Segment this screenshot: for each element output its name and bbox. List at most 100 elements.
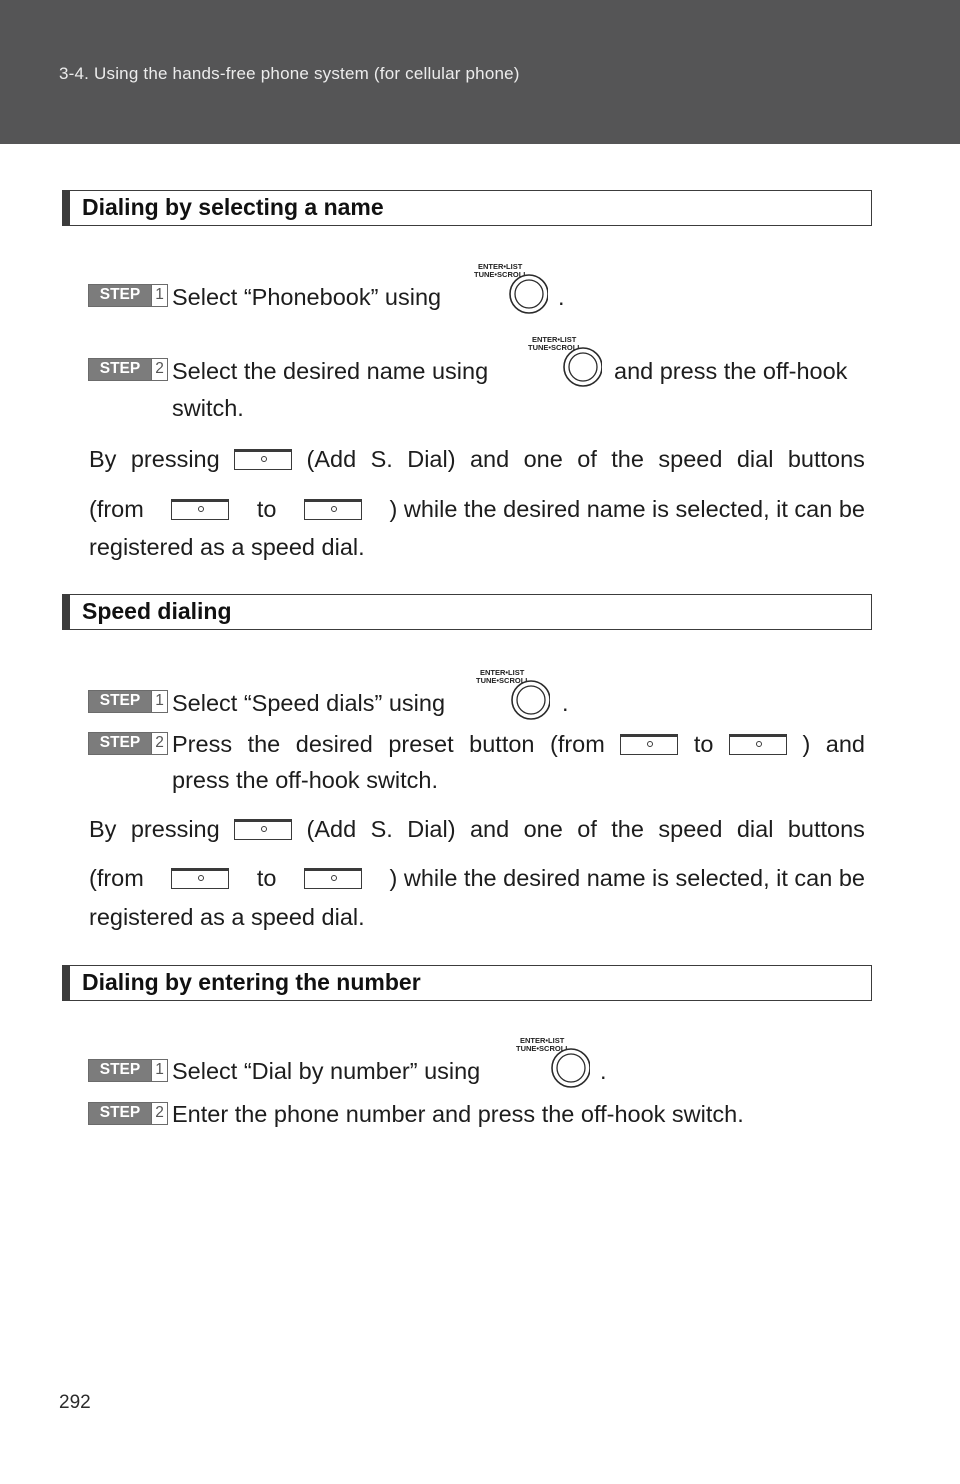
word: desired: [295, 731, 373, 757]
preset-button-icon: [620, 733, 679, 755]
step-badge: STEP 1: [88, 1059, 168, 1082]
word: speed: [658, 816, 723, 842]
word: preset: [388, 731, 454, 757]
knob-label-bottom: TUNE•SCROLL: [528, 343, 582, 352]
step-number: 1: [151, 691, 167, 712]
step-text: Select “Phonebook” using: [172, 284, 442, 310]
word: (from: [89, 865, 144, 891]
step-number: 2: [151, 359, 167, 380]
step-word: STEP: [89, 285, 151, 306]
knob-label-bottom: TUNE•SCROLL: [476, 676, 530, 685]
section-heading-speed-dialing: Speed dialing: [62, 593, 872, 630]
word: and: [469, 446, 510, 472]
preset-button-icon: [303, 867, 362, 889]
note-line: registered as a speed dial.: [89, 904, 365, 930]
step-text-end: .: [558, 284, 565, 310]
page-header: 3-4. Using the hands-free phone system (…: [0, 0, 960, 144]
section-title: Dialing by selecting a name: [82, 194, 384, 220]
section-heading-entering-number: Dialing by entering the number: [62, 964, 872, 1001]
phrase: ) while the desired name is selected, it…: [389, 496, 865, 522]
step-text-cont: and press the off-hook: [614, 358, 848, 384]
preset-button-icon: [728, 733, 787, 755]
note-line: (from to ) while the desired name is sel…: [89, 494, 865, 524]
phrase: ) while the desired name is selected, it…: [389, 865, 865, 891]
step-text-wrap: switch.: [172, 395, 244, 421]
word: (from: [89, 496, 144, 522]
knob-label-bottom: TUNE•SCROLL: [474, 270, 528, 279]
word: the: [611, 446, 644, 472]
word: (Add: [306, 446, 357, 472]
step-number: 1: [151, 1060, 167, 1081]
step-badge: STEP 2: [88, 358, 168, 381]
word: button: [469, 731, 535, 757]
step-word: STEP: [89, 691, 151, 712]
step-number: 2: [151, 733, 167, 754]
knob-label-bottom: TUNE•SCROLL: [516, 1044, 570, 1053]
step-number: 2: [151, 1103, 167, 1124]
step-text: Press the desired preset button (from to…: [172, 729, 865, 759]
word: Press: [172, 731, 233, 757]
preset-button-icon: [303, 498, 362, 520]
word: (Add: [306, 816, 357, 842]
word: one: [523, 816, 563, 842]
note-line: registered as a speed dial.: [89, 534, 365, 560]
step-word: STEP: [89, 359, 151, 380]
step-badge: STEP 2: [88, 1102, 168, 1125]
step-text-end: .: [562, 690, 569, 716]
word: to: [256, 496, 277, 522]
tune-scroll-knob-icon: ENTER•LIST TUNE•SCROLL: [528, 335, 602, 387]
chapter-title: 3-4. Using the hands-free phone system (…: [59, 64, 520, 83]
preset-button-icon: [171, 498, 230, 520]
word: pressing: [130, 816, 220, 842]
step-word: STEP: [89, 1060, 151, 1081]
step-text: Select “Dial by number” using: [172, 1058, 481, 1084]
preset-button-icon: [234, 448, 293, 470]
word: the: [247, 731, 281, 757]
word: ): [802, 731, 811, 757]
word: Dial): [407, 816, 456, 842]
word: speed: [658, 446, 723, 472]
note-line: (from to ) while the desired name is sel…: [89, 863, 865, 893]
section-title: Speed dialing: [82, 598, 232, 624]
step-badge: STEP 1: [88, 284, 168, 307]
word: Dial): [407, 446, 456, 472]
step-text: Select “Speed dials” using: [172, 690, 446, 716]
word: buttons: [787, 446, 865, 472]
word: the: [611, 816, 644, 842]
word: one: [523, 446, 563, 472]
knob-label-top: ENTER•LIST: [480, 668, 525, 677]
step-badge: STEP 1: [88, 690, 168, 713]
heading-bar: [62, 593, 70, 630]
word: dial: [736, 446, 774, 472]
step-text: Select the desired name using: [172, 358, 489, 384]
word: By: [89, 816, 117, 842]
section-heading-selecting-name: Dialing by selecting a name: [62, 189, 872, 226]
section-title: Dialing by entering the number: [82, 969, 421, 995]
tune-scroll-knob-icon: ENTER•LIST TUNE•SCROLL: [516, 1036, 590, 1088]
tune-scroll-knob-icon: ENTER•LIST TUNE•SCROLL: [476, 668, 550, 720]
word: and: [825, 731, 865, 757]
preset-button-icon: [171, 867, 230, 889]
step-word: STEP: [89, 1103, 151, 1124]
word: buttons: [787, 816, 865, 842]
step-word: STEP: [89, 733, 151, 754]
step-text-end: .: [600, 1058, 607, 1084]
knob-label-top: ENTER•LIST: [520, 1036, 565, 1045]
word: (from: [550, 731, 605, 757]
heading-bar: [62, 189, 70, 226]
note-line: By pressing (Add S. Dial) and one of the…: [89, 444, 865, 474]
knob-label-top: ENTER•LIST: [532, 335, 577, 344]
step-text-wrap: press the off-hook switch.: [172, 767, 439, 793]
word: dial: [736, 816, 774, 842]
note-line: By pressing (Add S. Dial) and one of the…: [89, 814, 865, 844]
word: S.: [370, 446, 393, 472]
preset-button-icon: [234, 818, 293, 840]
word: to: [693, 731, 714, 757]
word: pressing: [130, 446, 220, 472]
step-number: 1: [151, 285, 167, 306]
word: to: [256, 865, 277, 891]
step-text: Enter the phone number and press the off…: [172, 1101, 744, 1127]
word: of: [577, 816, 597, 842]
heading-bar: [62, 964, 70, 1001]
word: By: [89, 446, 117, 472]
